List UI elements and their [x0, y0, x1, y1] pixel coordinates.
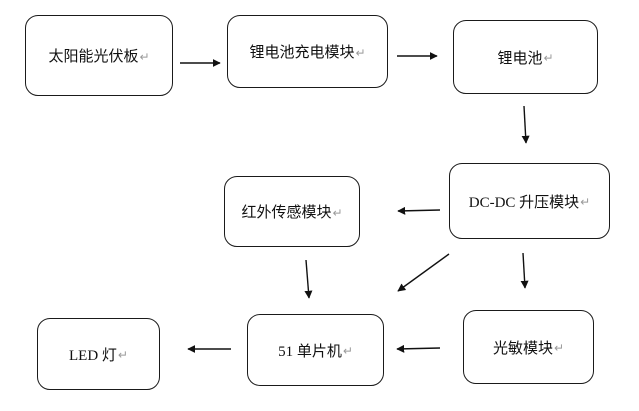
paragraph-mark: ↵	[355, 45, 366, 60]
paragraph-mark: ↵	[553, 341, 565, 355]
paragraph-mark: ↵	[117, 348, 128, 362]
photosensitive-module-label: 光敏模块	[492, 338, 553, 357]
paragraph-mark: ↵	[139, 49, 150, 64]
charge-module-node: 锂电池充电模块↵	[227, 15, 388, 88]
arrow-photo-to-mcu	[396, 344, 441, 353]
mcu-51-node: 51 单片机↵	[247, 314, 384, 386]
ir-sensor-module-label: 红外传感模块	[241, 203, 332, 221]
arrow-dcdc-to-photo	[520, 252, 529, 289]
paragraph-mark: ↵	[332, 205, 343, 220]
paragraph-mark: ↵	[342, 344, 353, 358]
arrow-battery-to-dcdc	[521, 105, 530, 144]
arrow-ir-to-mcu	[304, 259, 313, 299]
dcdc-module-node: DC-DC 升压模块↵	[449, 163, 610, 239]
battery-label: 锂电池	[497, 48, 543, 67]
arrow-dcdc-to-mcu	[397, 253, 450, 292]
led-light-node: LED 灯↵	[37, 318, 160, 390]
dcdc-module-label: DC-DC 升压模块	[468, 194, 580, 211]
photosensitive-module-node: 光敏模块↵	[463, 310, 594, 384]
arrow-dcdc-to-ir	[397, 206, 441, 215]
charge-module-label: 锂电池充电模块	[249, 43, 355, 61]
mcu-51-label: 51 单片机	[278, 343, 342, 360]
solar-panel-node: 太阳能光伏板↵	[25, 15, 173, 96]
ir-sensor-module-node: 红外传感模块↵	[224, 176, 360, 247]
led-light-label: LED 灯	[69, 347, 117, 364]
paragraph-mark: ↵	[580, 195, 591, 209]
paragraph-mark: ↵	[543, 51, 554, 65]
solar-panel-label: 太阳能光伏板	[48, 47, 139, 65]
battery-node: 锂电池↵	[453, 20, 598, 94]
